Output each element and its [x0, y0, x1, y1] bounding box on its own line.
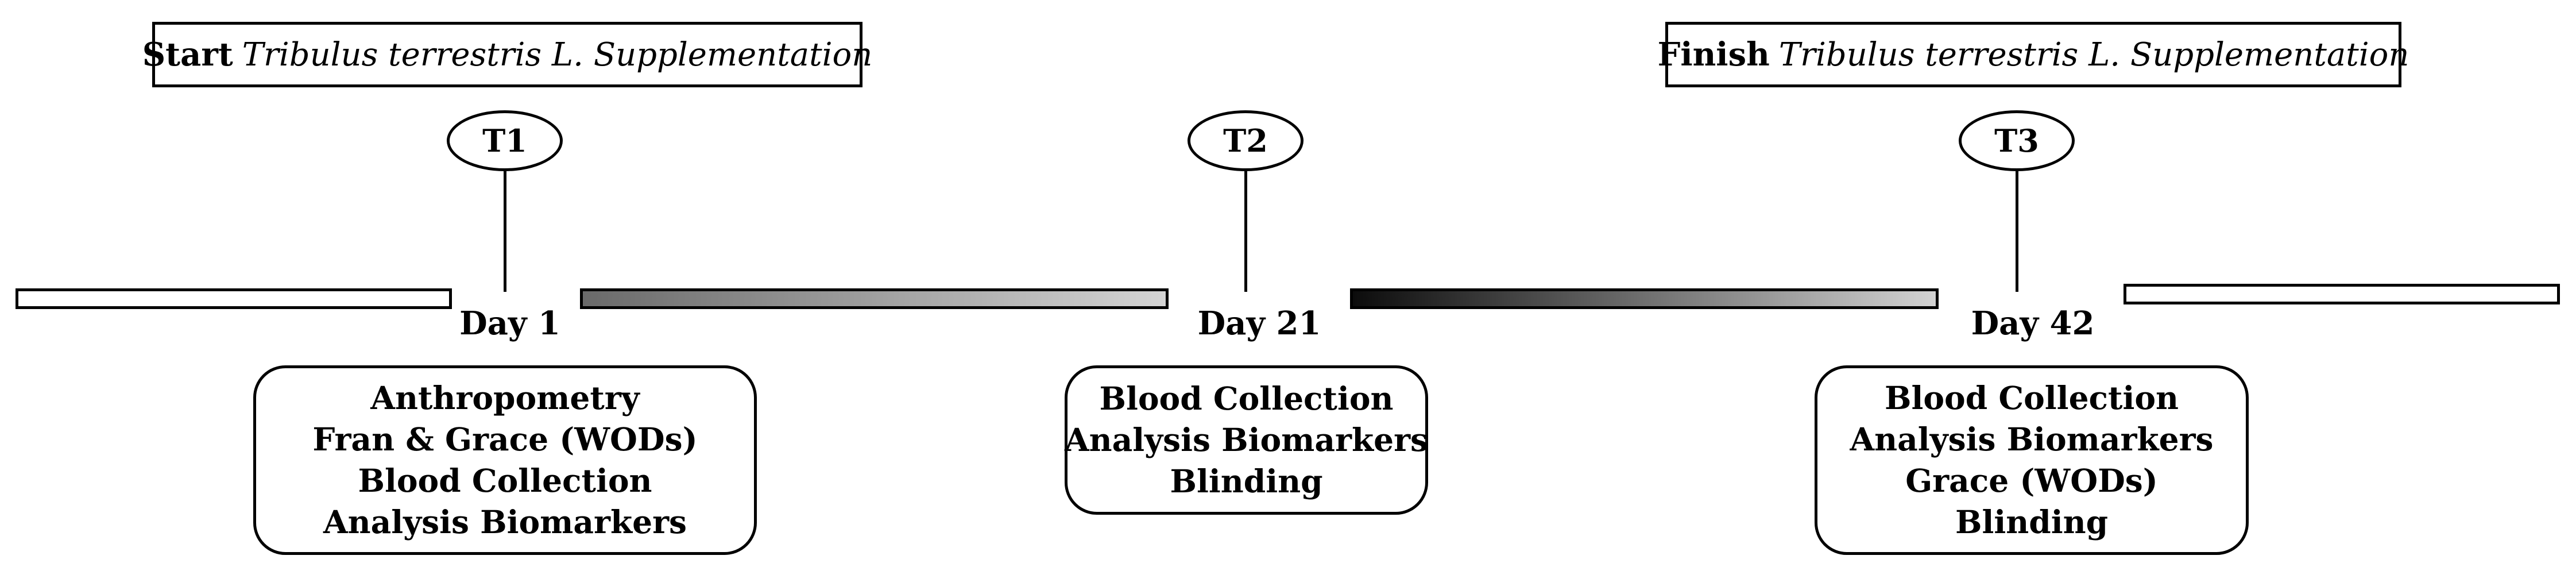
t3-activities-box: Blood Collection Analysis Biomarkers Gra…: [1815, 365, 2249, 555]
t1-activity-item: Analysis Biomarkers: [323, 503, 687, 541]
t3-activity-item: Blinding: [1955, 503, 2109, 541]
t3-activity-item: Grace (WODs): [1905, 462, 2158, 499]
t1-activity-item: Blood Collection: [358, 462, 652, 499]
t2-activities-box: Blood Collection Analysis Biomarkers Bli…: [1065, 365, 1428, 515]
timeline-pre-bar: [16, 288, 452, 309]
timepoint-t3-ellipse: T3: [1959, 110, 2075, 171]
finish-supplementation-box: Finish Tribulus terrestris L. Supplement…: [1658, 22, 2409, 87]
timepoint-t3-connector: [2016, 171, 2018, 292]
timepoint-t1-connector: [504, 171, 506, 292]
start-species-label: Tribulus terrestris L. Supplementation: [242, 36, 873, 74]
start-supplementation-box: Start Tribulus terrestris L. Supplementa…: [142, 22, 872, 87]
t1-activity-item: Anthropometry: [370, 379, 640, 416]
t3-activity-item: Blood Collection: [1884, 379, 2179, 416]
timeline-phase2-bar: [1350, 288, 1939, 309]
t1-activity-item: Fran & Grace (WODs): [312, 421, 698, 458]
day-1-label: Day 1: [459, 304, 560, 342]
t2-activity-item: Blood Collection: [1099, 380, 1394, 417]
t3-activity-item: Analysis Biomarkers: [1850, 421, 2214, 458]
timepoint-t1-ellipse: T1: [447, 110, 563, 171]
t1-activities-box: Anthropometry Fran & Grace (WODs) Blood …: [253, 365, 757, 555]
timepoint-t2-label: T2: [1223, 122, 1268, 159]
day-42-label: Day 42: [1971, 304, 2095, 342]
finish-species-label: Tribulus terrestris L. Supplementation: [1778, 36, 2409, 74]
timepoint-t2-ellipse: T2: [1188, 110, 1304, 171]
day-21-label: Day 21: [1197, 304, 1321, 342]
timepoint-t2-connector: [1244, 171, 1247, 292]
start-label: Start: [142, 36, 233, 74]
timepoint-t3-label: T3: [1994, 122, 2039, 159]
finish-label: Finish: [1657, 36, 1770, 74]
timeline-post-bar: [2124, 284, 2560, 304]
timeline-phase1-bar: [580, 288, 1169, 309]
timepoint-t1-label: T1: [482, 122, 527, 159]
t2-activity-item: Blinding: [1170, 462, 1323, 500]
t2-activity-item: Analysis Biomarkers: [1064, 421, 1429, 458]
